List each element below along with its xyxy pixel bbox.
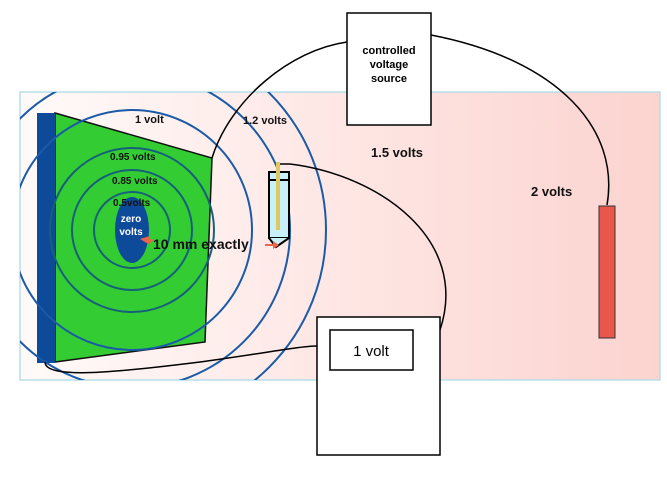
red-rod xyxy=(598,205,616,339)
ring-0-85v xyxy=(71,169,193,291)
label-distance: 10 mm exactly xyxy=(153,236,249,252)
label-0-95-volts: 0.95 volts xyxy=(110,152,156,163)
voltmeter: 1 volt xyxy=(316,316,441,456)
distance-arrows xyxy=(140,236,279,249)
label-zero: zero xyxy=(121,214,142,225)
ring-outer xyxy=(253,92,327,380)
probe xyxy=(268,162,290,249)
source-label-2: voltage xyxy=(370,59,409,71)
wire-source-to-rod xyxy=(430,34,610,206)
voltage-source: controlled voltage source xyxy=(346,12,432,126)
ring-0-95v xyxy=(49,147,215,313)
label-0-5-volts: 0.5volts xyxy=(113,198,151,209)
wires xyxy=(44,34,610,374)
wire-plate-to-meter xyxy=(44,345,318,374)
label-volts: volts xyxy=(119,227,143,238)
electrode-bar xyxy=(37,113,55,363)
arrow-right-icon xyxy=(265,241,279,249)
label-1-2-volts: 1.2 volts xyxy=(243,115,287,127)
source-label-1: controlled xyxy=(362,45,415,57)
ring-1v xyxy=(20,109,253,351)
wire-meter-to-probe xyxy=(277,163,447,331)
source-label-3: source xyxy=(371,73,407,85)
meter-reading: 1 volt xyxy=(353,343,390,360)
zero-volt-spot xyxy=(115,197,149,263)
label-1-volt: 1 volt xyxy=(135,114,164,126)
ring-0-5v xyxy=(93,191,171,269)
wire-source-to-plate xyxy=(211,41,348,159)
label-1-5-volts: 1.5 volts xyxy=(371,145,423,160)
label-2-volts: 2 volts xyxy=(531,184,572,199)
arrow-left-icon xyxy=(140,236,154,245)
label-0-85-volts: 0.85 volts xyxy=(112,176,158,187)
